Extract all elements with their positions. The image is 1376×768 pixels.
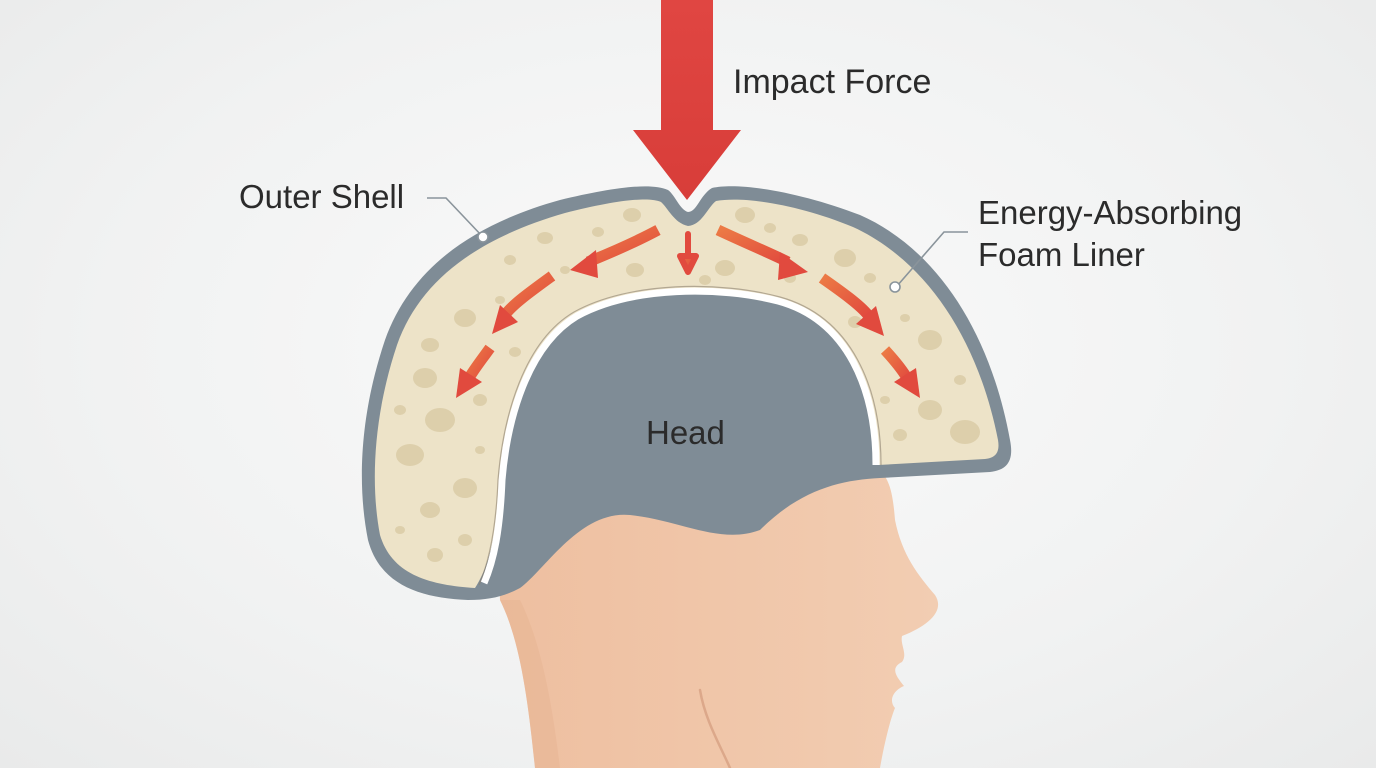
impact-arrow xyxy=(633,0,741,200)
curved-arrow-icon xyxy=(492,271,556,334)
energy-dispersion-arrows xyxy=(456,225,920,398)
leader-lines xyxy=(427,197,968,293)
foam-liner-leader xyxy=(896,231,968,287)
helmet xyxy=(361,186,1012,601)
head-label: Head xyxy=(646,414,725,451)
curved-arrow-icon xyxy=(818,273,884,336)
foam-liner-label-line1: Energy-Absorbing xyxy=(978,194,1242,231)
outer-shell-marker xyxy=(477,231,489,243)
arrow-down-icon xyxy=(633,0,741,200)
foam-liner-label-line2: Foam Liner xyxy=(978,236,1145,273)
outer-shell-label: Outer Shell xyxy=(239,178,404,215)
curved-arrow-icon xyxy=(715,225,808,280)
foam-texture xyxy=(394,207,980,562)
foam-liner-marker xyxy=(889,281,901,293)
curved-arrow-icon xyxy=(570,225,661,278)
curved-arrow-icon xyxy=(456,344,495,398)
neck-shading xyxy=(500,600,560,768)
curved-arrow-icon xyxy=(880,346,920,398)
impact-force-label: Impact Force xyxy=(733,63,931,101)
ear-shading xyxy=(698,688,732,768)
outer-shell-leader xyxy=(427,197,483,237)
inner-padding-edge xyxy=(478,285,882,586)
inner-padding xyxy=(480,287,880,585)
curved-arrow-icon xyxy=(677,231,699,275)
